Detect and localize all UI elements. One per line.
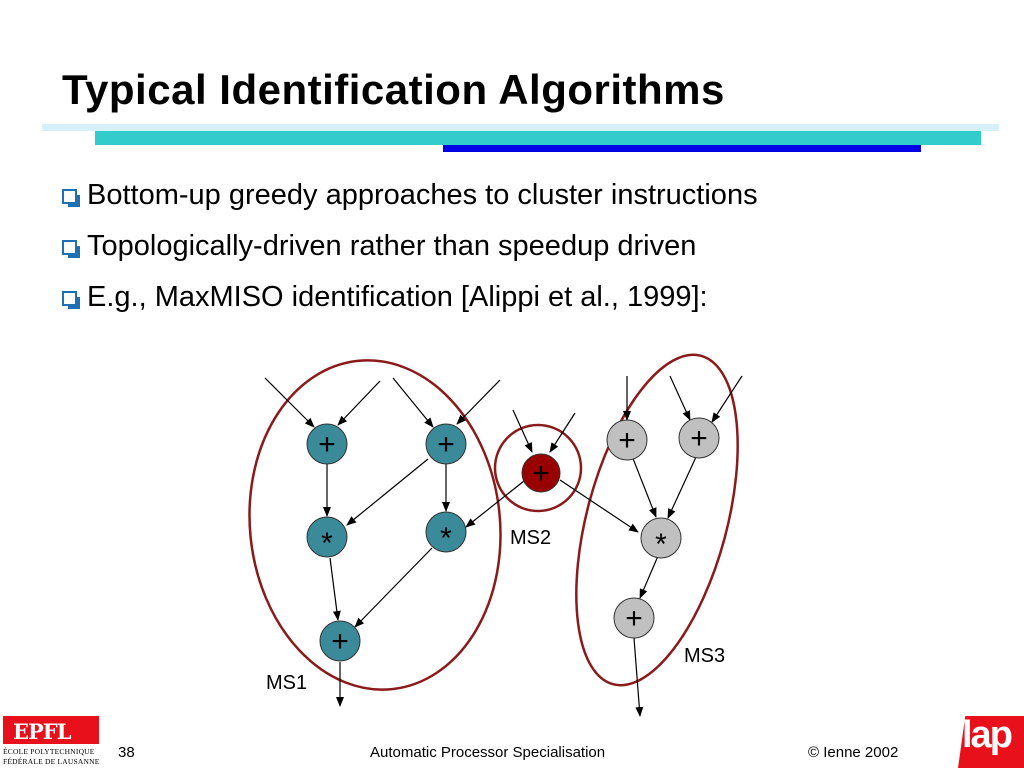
bullet-list: Bottom-up greedy approaches to cluster i…	[62, 170, 758, 323]
edge	[337, 380, 381, 426]
edge	[667, 456, 697, 519]
bullet-text: E.g., MaxMISO identification [Alippi et …	[87, 281, 708, 313]
footer-copyright: © Ienne 2002	[808, 744, 899, 761]
node-g1-label: +	[618, 424, 636, 457]
edge	[329, 557, 341, 621]
title-rule-teal	[95, 131, 981, 145]
node-a3: +	[319, 620, 361, 662]
node-a1: +	[306, 423, 348, 465]
edge	[465, 480, 525, 528]
epfl-logo-text: EPFL	[13, 719, 71, 744]
edge	[669, 375, 691, 421]
node-g4: +	[613, 597, 655, 639]
edge	[346, 458, 429, 526]
cluster-label-ms3: MS3	[684, 645, 725, 667]
bullet-item: Bottom-up greedy approaches to cluster i…	[62, 170, 758, 221]
node-g3: *	[640, 517, 682, 561]
node-a3-label: +	[331, 625, 349, 658]
edge	[392, 377, 434, 428]
cluster-ms3-ellipse	[575, 353, 739, 687]
slide-title: Typical Identification Algorithms	[62, 66, 725, 113]
epfl-line-2: FÉDÉRALE DE LAUSANNE	[3, 757, 100, 766]
node-m1-label: *	[321, 527, 333, 560]
node-g2: +	[678, 417, 720, 459]
node-m1: *	[306, 516, 348, 560]
edge	[549, 412, 576, 453]
page-number: 38	[118, 744, 135, 761]
epfl-logo: EPFL ÉCOLE POLYTECHNIQUE FÉDÉRALE DE LAU…	[0, 716, 104, 768]
bullet-item: Topologically-driven rather than speedup…	[62, 221, 758, 272]
node-a2-label: +	[437, 428, 455, 461]
bullet-item: E.g., MaxMISO identification [Alippi et …	[62, 272, 758, 323]
cluster-ms2-ellipse	[493, 423, 583, 513]
edge	[711, 375, 743, 423]
title-rule-light	[42, 124, 999, 131]
bullet-text: Bottom-up greedy approaches to cluster i…	[87, 179, 758, 211]
node-m2: *	[425, 511, 467, 555]
title-rule-blue	[443, 145, 921, 152]
edge	[456, 379, 501, 425]
epfl-line-1: ÉCOLE POLYTECHNIQUE	[3, 747, 95, 756]
edge	[354, 547, 433, 628]
node-m2-label: *	[440, 522, 452, 555]
node-a2: +	[425, 423, 467, 465]
edge	[264, 377, 315, 428]
checkbox-bullet-icon	[62, 189, 80, 207]
checkbox-bullet-icon	[62, 240, 80, 258]
edge	[633, 637, 644, 717]
edge	[639, 555, 659, 599]
node-r1: +	[521, 453, 561, 493]
node-r1-label: +	[532, 457, 550, 490]
footer-course: Automatic Processor Specialisation	[370, 744, 606, 761]
edge	[559, 479, 639, 533]
node-g1: +	[606, 419, 648, 461]
node-g2-label: +	[690, 422, 708, 455]
epfl-logo-mark: EPFL	[3, 716, 99, 744]
bullet-text: Topologically-driven rather than speedup…	[87, 230, 697, 262]
edge	[631, 455, 657, 518]
cluster-ms1-ellipse	[248, 359, 502, 691]
edge	[512, 409, 533, 453]
node-g4-label: +	[625, 602, 643, 635]
checkbox-bullet-icon	[62, 291, 80, 309]
node-g3-label: *	[655, 528, 667, 561]
cluster-label-ms1: MS1	[266, 672, 307, 694]
lap-logo-text: lap	[962, 714, 1013, 756]
cluster-label-ms2: MS2	[510, 527, 551, 549]
node-a1-label: +	[318, 428, 336, 461]
